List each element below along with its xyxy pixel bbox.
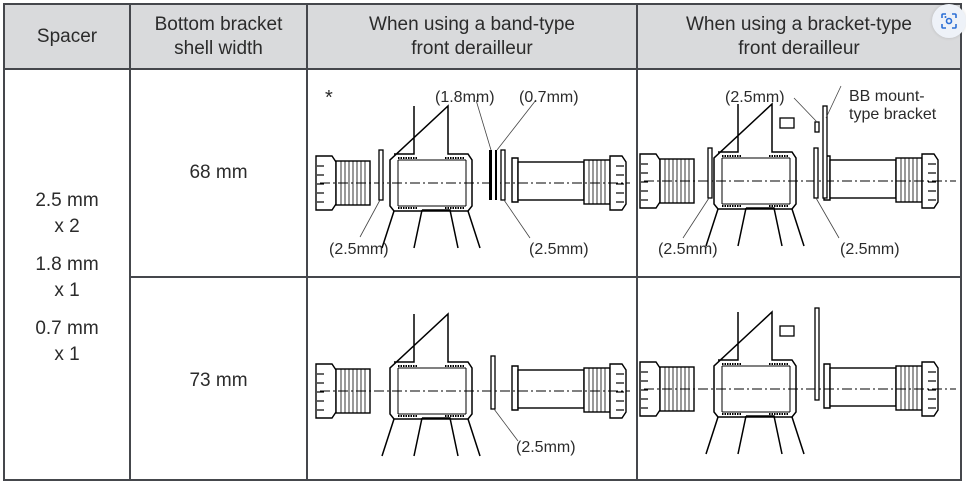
spacer-list: 2.5 mm x 2 1.8 mm x 1 0.7 mm x 1 [5, 70, 129, 479]
leader-line [359, 199, 381, 238]
header-band-type: When using a band-type front derailleur [308, 5, 636, 68]
table-header [5, 5, 960, 70]
spacer-item: 1.8 mm x 1 [35, 252, 98, 304]
spacer-2.5mm-right [813, 147, 819, 199]
leader-line [825, 85, 842, 119]
leader-line [475, 99, 492, 151]
spacer-item: 2.5 mm x 2 [35, 188, 98, 240]
spacer-1.8mm [489, 150, 492, 200]
bb-mount-bracket [822, 105, 828, 199]
bb-diagram-68-band [308, 99, 636, 276]
spacer-size: 0.7 mm [35, 317, 99, 339]
bottom-bracket-drawing [640, 104, 956, 246]
asterisk-marker: * [325, 87, 333, 109]
header-bracket-type: When using a bracket-type front deraille… [638, 5, 960, 68]
bottom-bracket-drawing [316, 314, 630, 456]
bottom-bracket-drawing [640, 312, 956, 454]
leader-line [682, 197, 710, 239]
spacer-size: 1.8 mm [35, 253, 99, 275]
label-2.5mm-right: (2.5mm) [840, 241, 900, 258]
row-divider [131, 276, 960, 278]
leader-line [496, 99, 537, 151]
bottom-bracket-drawing [316, 106, 630, 248]
header-shell-width: Bottom bracket shell width [131, 5, 306, 68]
header-spacer: Spacer [5, 5, 129, 68]
visual-lookup-button[interactable] [932, 4, 966, 38]
column-divider [306, 5, 308, 479]
leader-line [793, 97, 818, 123]
leader-line [493, 408, 519, 442]
leader-line [503, 199, 531, 239]
bb-diagram-68-bracket [638, 85, 960, 276]
spacer-size: 2.5 mm [35, 189, 99, 211]
column-divider [129, 5, 131, 479]
label-2.5mm-top: (2.5mm) [725, 89, 785, 106]
spacer-item: 0.7 mm x 1 [35, 316, 98, 368]
label-2.5mm-left: (2.5mm) [658, 241, 718, 258]
header-band-type-text: When using a band-type front derailleur [369, 13, 575, 59]
header-spacer-text: Spacer [36, 25, 98, 47]
bb-diagram-73-bracket [638, 307, 960, 479]
column-divider [636, 5, 638, 479]
label-bracket: type bracket [849, 106, 937, 123]
header-bracket-type-text: When using a bracket-type front deraille… [685, 13, 912, 59]
spacer-2.5mm [490, 355, 496, 410]
leader-line [815, 197, 840, 239]
label-2.5mm-right: (2.5mm) [529, 241, 589, 258]
spacer-qty: x 2 [54, 215, 80, 237]
label-2.5mm-left: (2.5mm) [329, 241, 389, 258]
shell-width-68: 68 mm [131, 70, 306, 276]
spacer-2.5mm-left [378, 149, 384, 201]
spacer-0.7mm [495, 150, 497, 200]
bb-mount-bracket [814, 307, 820, 401]
shell-width-73: 73 mm [131, 278, 306, 479]
bb-diagram-73-band [308, 278, 636, 479]
spacer-2.5mm-top [814, 121, 820, 133]
spacer-2.5mm-right [500, 149, 506, 201]
shell-width-text: 73 mm [189, 370, 248, 391]
spacer-2.5mm-left [707, 147, 713, 199]
label-bb-mount: BB mount- [849, 88, 925, 105]
label-2.5mm: (2.5mm) [516, 439, 576, 456]
spacer-qty: x 1 [54, 279, 80, 301]
header-shell-width-text: Bottom bracket shell width [154, 13, 283, 59]
spacer-table: Spacer Bottom bracket shell width When u… [3, 3, 962, 481]
visual-lookup-icon [941, 13, 957, 29]
spacer-qty: x 1 [54, 343, 80, 365]
shell-width-text: 68 mm [189, 162, 248, 183]
label-0.7mm: (0.7mm) [519, 89, 579, 106]
label-1.8mm: (1.8mm) [435, 89, 495, 106]
